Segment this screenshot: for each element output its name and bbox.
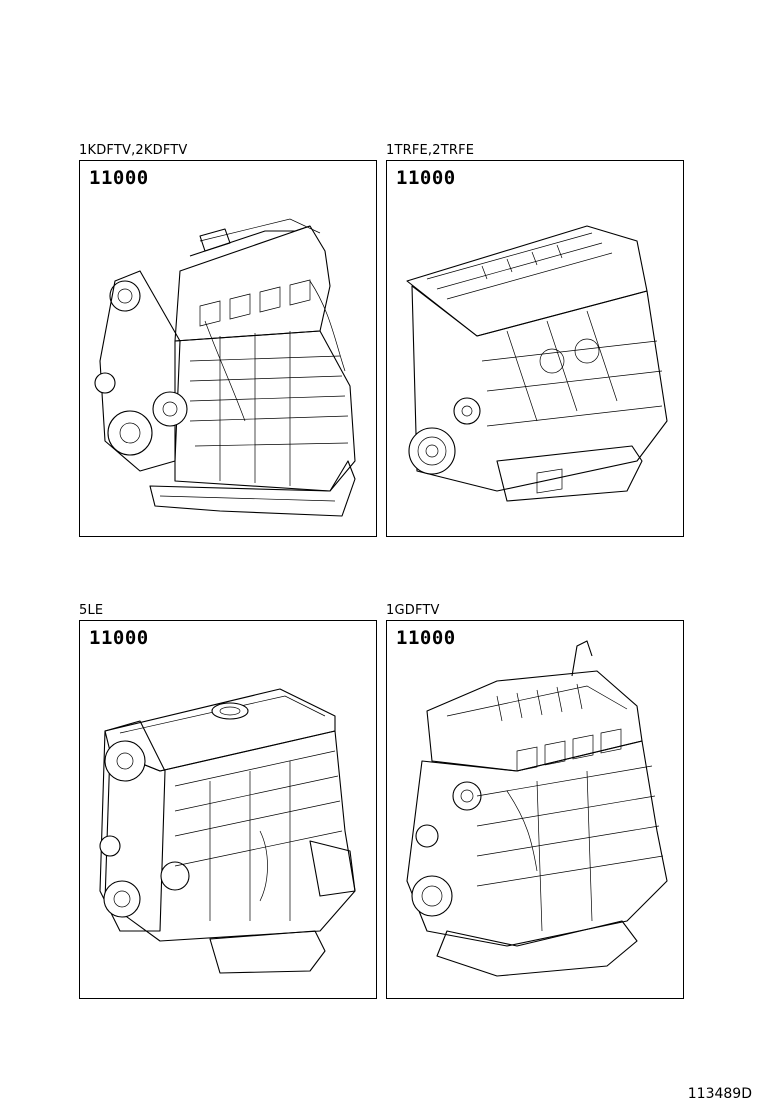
part-number-label[interactable]: 11000 [396, 627, 456, 649]
engine-panel-1kdftv[interactable]: 11000 [79, 160, 377, 537]
engine-panel-1gdftv[interactable]: 11000 [386, 620, 684, 999]
panel-caption-1kdftv: 1KDFTV,2KDFTV [79, 143, 188, 158]
engine-assembly-illustration [406, 640, 668, 977]
part-number-label[interactable]: 11000 [89, 627, 149, 649]
engine-assembly-illustration [99, 688, 356, 974]
panel-caption-1gdftv: 1GDFTV [386, 603, 440, 618]
part-number-label[interactable]: 11000 [396, 167, 456, 189]
engine-panel-1trfe[interactable]: 11000 [386, 160, 684, 537]
engine-panel-5le[interactable]: 11000 [79, 620, 377, 999]
engine-assembly-illustration [406, 225, 668, 502]
figure-number: 113489D [687, 1086, 752, 1102]
panel-caption-5le: 5LE [79, 603, 104, 618]
engine-assembly-illustration [94, 218, 356, 517]
part-number-label[interactable]: 11000 [89, 167, 149, 189]
panel-caption-1trfe: 1TRFE,2TRFE [386, 143, 475, 158]
